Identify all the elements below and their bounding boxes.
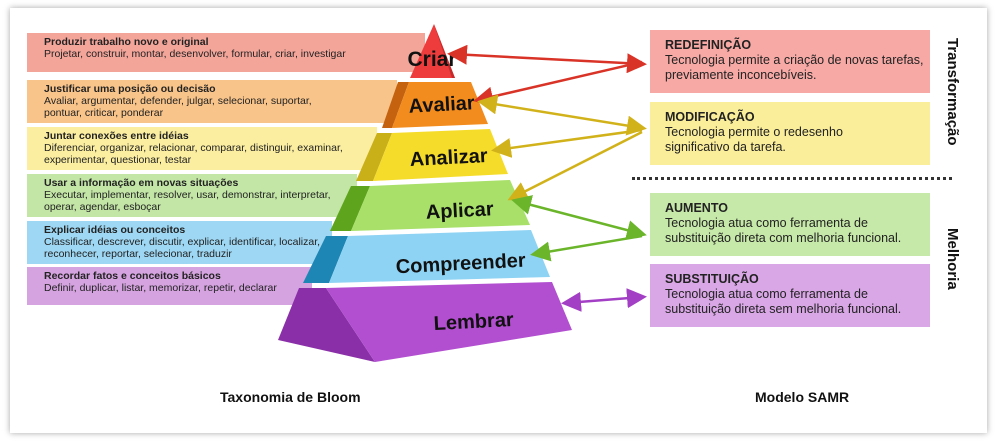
samr-box-modificacao: MODIFICAÇÃO Tecnologia permite o redesen…: [650, 102, 930, 165]
samr-box-desc: Tecnologia permite o redesenho significa…: [665, 125, 843, 154]
arrow-avaliar-redefinicao: [473, 60, 643, 107]
pyramid-level-aplicar: [330, 180, 530, 231]
samr-box-aumento: AUMENTO Tecnologia atua como ferramenta …: [650, 193, 930, 256]
bloom-bar-title: Produzir trabalho novo e original: [44, 36, 209, 48]
arrow-avaliar-modificacao: [477, 94, 647, 136]
bloom-bar-desc: Diferenciar, organizar, relacionar, comp…: [44, 142, 343, 166]
samr-box-substituicao: SUBSTITUIÇÃO Tecnologia atua como ferram…: [650, 264, 930, 327]
arrow-analizar-modificacao: [491, 128, 643, 158]
samr-box-title: MODIFICAÇÃO: [665, 110, 755, 124]
pyramid-level-compreender: [303, 230, 550, 283]
pyramid-label-criar: Criar: [407, 48, 456, 71]
pyramid-label-aplicar: Aplicar: [425, 198, 494, 224]
samr-divider: [632, 177, 952, 180]
bloom-bar-title: Juntar conexões entre idéias: [44, 130, 189, 142]
samr-box-desc: Tecnologia permite a criação de novas ta…: [665, 53, 924, 82]
samr-group-transformacao: Transformação: [944, 38, 961, 146]
bloom-bar-desc: Classificar, descrever, discutir, explic…: [44, 236, 321, 260]
arrow-criar-redefinicao: [447, 44, 647, 74]
bloom-bar-lembrar: Recordar fatos e conceitos básicos Defin…: [27, 267, 312, 305]
bloom-bar-avaliar: Justificar uma posição ou decisão Avalia…: [27, 80, 397, 123]
bloom-bar-desc: Projetar, construir, montar, desenvolver…: [44, 48, 346, 60]
arrow-aplicar-aumento: [511, 195, 647, 240]
samr-box-desc: Tecnologia atua como ferramenta de subst…: [665, 216, 902, 245]
bloom-bar-title: Justificar uma posição ou decisão: [44, 83, 216, 95]
samr-box-desc: Tecnologia atua como ferramenta de subst…: [665, 287, 902, 316]
bloom-bar-compreender: Explicar idéias ou conceitos Classificar…: [27, 221, 332, 264]
arrow-compreender-aumento: [530, 234, 643, 262]
samr-box-title: SUBSTITUIÇÃO: [665, 272, 759, 286]
bloom-bar-analizar: Juntar conexões entre idéias Diferenciar…: [27, 127, 377, 170]
pyramid-label-lembrar: Lembrar: [433, 309, 514, 335]
bloom-bar-criar: Produzir trabalho novo e original Projet…: [27, 33, 425, 72]
samr-footer: Modelo SAMR: [755, 389, 850, 405]
bloom-bar-title: Recordar fatos e conceitos básicos: [44, 270, 221, 282]
arrow-aplicar-modificacao: [507, 130, 643, 201]
bloom-bar-desc: Executar, implementar, resolver, usar, d…: [44, 189, 331, 213]
pyramid-level-lembrar: [278, 282, 572, 362]
samr-box-redefinicao: REDEFINIÇÃO Tecnologia permite a criação…: [650, 30, 930, 93]
bloom-bar-title: Usar a informação em novas situações: [44, 177, 239, 189]
samr-box-title: AUMENTO: [665, 201, 728, 215]
pyramid-level-analizar: [356, 129, 508, 181]
bloom-footer: Taxonomia de Bloom: [220, 389, 361, 405]
samr-group-melhoria: Melhoria: [944, 228, 961, 290]
samr-box-title: REDEFINIÇÃO: [665, 38, 752, 52]
bloom-bar-desc: Definir, duplicar, listar, memorizar, re…: [44, 282, 277, 294]
bloom-bar-aplicar: Usar a informação em novas situações Exe…: [27, 174, 357, 217]
bloom-bar-title: Explicar idéias ou conceitos: [44, 224, 186, 236]
pyramid-level-avaliar: [382, 82, 488, 128]
bloom-bar-desc: Avaliar, argumentar, defender, julgar, s…: [44, 95, 312, 119]
arrow-lembrar-substituicao: [561, 288, 647, 312]
pyramid-label-analizar: Analizar: [409, 145, 488, 171]
pyramid-label-avaliar: Avaliar: [408, 92, 475, 117]
